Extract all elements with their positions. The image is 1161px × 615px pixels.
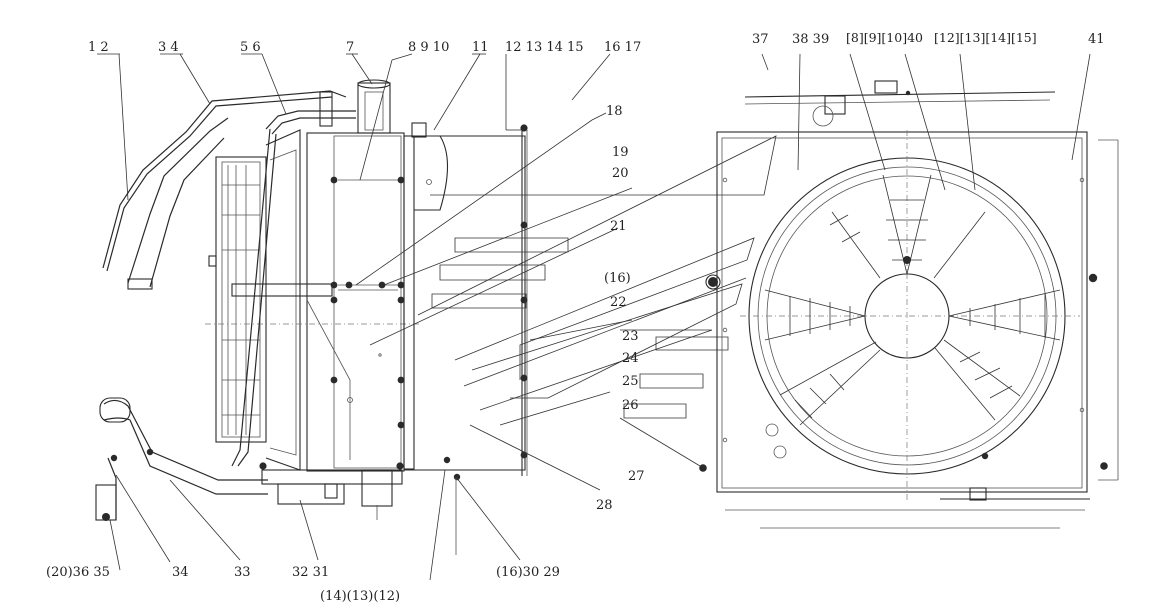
fan-spokes (764, 174, 1061, 426)
label-16-30-29: (16)30 29 (496, 565, 560, 580)
label-16-17: 16 17 (604, 40, 641, 55)
part-labels: 1 2 3 4 5 6 7 8 9 10 11 12 13 14 15 16 1… (46, 30, 1105, 604)
label-20-36-35: (20)36 35 (46, 565, 110, 580)
bolt-row (259, 124, 528, 481)
label-12-15b: [12][13][14][15] (934, 30, 1037, 45)
label-41: 41 (1088, 32, 1105, 47)
label-23: 23 (622, 329, 639, 344)
radiator-core (306, 132, 405, 472)
label-21: 21 (610, 219, 627, 234)
filler-neck (357, 79, 391, 134)
label-27: 27 (628, 469, 645, 484)
label-8-9-10: 8 9 10 (408, 40, 449, 55)
label-25: 25 (622, 374, 639, 389)
label-28: 28 (596, 498, 613, 513)
label-32-31: 32 31 (292, 565, 329, 580)
label-24: 24 (622, 351, 639, 366)
front-bolts (699, 90, 1108, 472)
leader-lines (97, 53, 701, 581)
front-frame (716, 80, 1119, 529)
label-18: 18 (606, 104, 623, 119)
label-19: 19 (612, 145, 629, 160)
side-view (95, 53, 777, 581)
label-38-39: 38 39 (792, 32, 829, 47)
label-37: 37 (752, 32, 769, 47)
front-view (699, 53, 1119, 529)
label-33: 33 (234, 565, 251, 580)
label-11: 11 (472, 40, 489, 55)
upper-hoses (102, 90, 356, 467)
zigzag-leaders (417, 135, 777, 426)
label-5-6: 5 6 (240, 40, 261, 55)
fan-shaft (205, 283, 420, 325)
label-20: 20 (612, 166, 629, 181)
label-1-2: 1 2 (88, 40, 109, 55)
bottom-bracket (261, 469, 457, 555)
front-leaders (761, 53, 1091, 191)
label-26: 26 (622, 398, 639, 413)
fan-guard (208, 156, 267, 443)
label-14-12: (14)(13)(12) (320, 589, 400, 604)
label-34: 34 (172, 565, 189, 580)
lower-hose (95, 397, 268, 521)
label-7: 7 (346, 40, 354, 55)
label-8-40: [8][9][10]40 (846, 30, 923, 45)
fan-shroud (265, 129, 301, 471)
label-3-4: 3 4 (158, 40, 179, 55)
label-22: 22 (610, 295, 627, 310)
label-12-15: 12 13 14 15 (505, 40, 584, 55)
side-tank (403, 122, 528, 476)
label-16p: (16) (604, 271, 631, 286)
fan-ring (740, 130, 1080, 500)
